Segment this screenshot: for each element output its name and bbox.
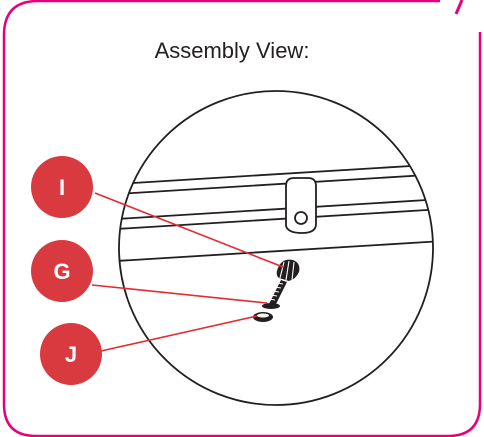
bolt-part-g	[262, 280, 287, 309]
mounting-hole	[294, 211, 308, 225]
knob-part-i	[276, 259, 300, 281]
leader-line-j	[100, 315, 258, 352]
leader-lines	[91, 192, 284, 352]
frame-corner-stroke	[454, 0, 464, 15]
page-title: Assembly View:	[155, 38, 310, 63]
washer-part-j	[253, 312, 273, 322]
callout-badge-i: I	[31, 156, 93, 218]
callout-badge-j: J	[40, 323, 102, 385]
frame-rail-mid	[119, 197, 433, 221]
leader-line-g	[91, 284, 268, 304]
frame-rail-top	[119, 162, 433, 186]
hardware-stack	[253, 259, 300, 322]
detail-circle	[118, 90, 434, 406]
callout-label-j: J	[65, 342, 77, 367]
callout-label-i: I	[59, 175, 65, 200]
mounting-tab	[285, 177, 317, 234]
callout-badge-g: G	[31, 240, 93, 302]
frame-rail-mid-inner	[119, 207, 433, 231]
frame-rail-top-inner	[119, 172, 433, 196]
leader-line-i	[94, 192, 284, 268]
frame-rail-bottom	[119, 239, 433, 263]
callout-label-g: G	[53, 259, 70, 284]
